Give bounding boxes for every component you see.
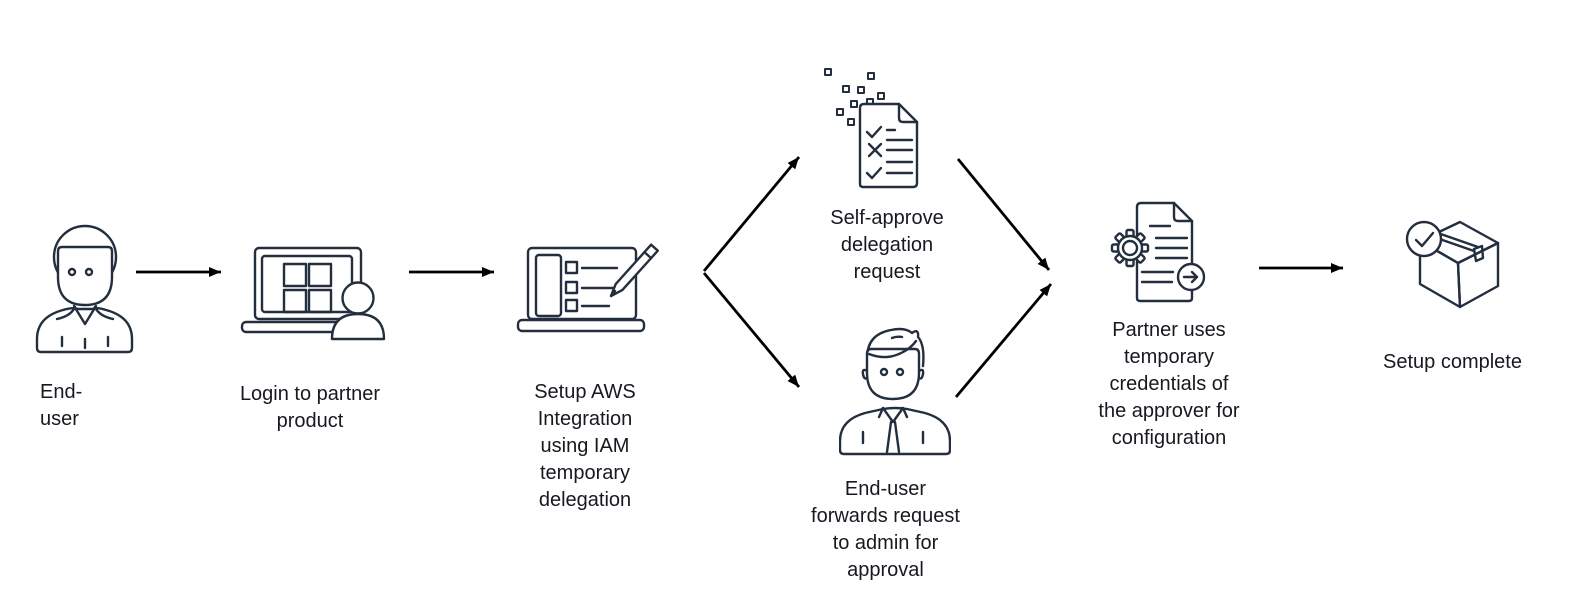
proceed-arrow-icon — [1176, 262, 1206, 292]
end-user-person-icon — [35, 224, 134, 354]
flow-node-label: Setup complete — [1383, 351, 1522, 373]
arrow-forward-to-credentials — [954, 283, 1053, 398]
flow-node-label: Login to partner product — [239, 383, 381, 432]
flow-node-label: Setup AWS Integration using IAM temporar… — [534, 381, 636, 511]
laptop-apps-user-icon — [240, 246, 386, 341]
admin-person-icon — [839, 327, 951, 456]
flow-node-label: Self-approve delegation request — [830, 207, 944, 283]
arrow-setup-to-forward — [702, 272, 801, 388]
laptop-checklist-pencil-icon — [516, 243, 659, 333]
check-circle-icon — [1405, 220, 1443, 258]
arrow-setup-to-selfapprove — [702, 156, 801, 272]
arrow-selfapprove-to-credentials — [956, 158, 1051, 271]
flow-node-label: Partner uses temporary credentials of th… — [1098, 319, 1240, 449]
flow-node-label: End-user forwards request to admin for a… — [811, 478, 960, 581]
delegation-request-document-icon — [824, 68, 919, 189]
gear-icon — [1110, 228, 1150, 268]
package-check-icon — [1405, 220, 1500, 309]
document-gear-proceed-icon — [1110, 201, 1206, 303]
flow-node-label: End- user — [40, 381, 83, 430]
